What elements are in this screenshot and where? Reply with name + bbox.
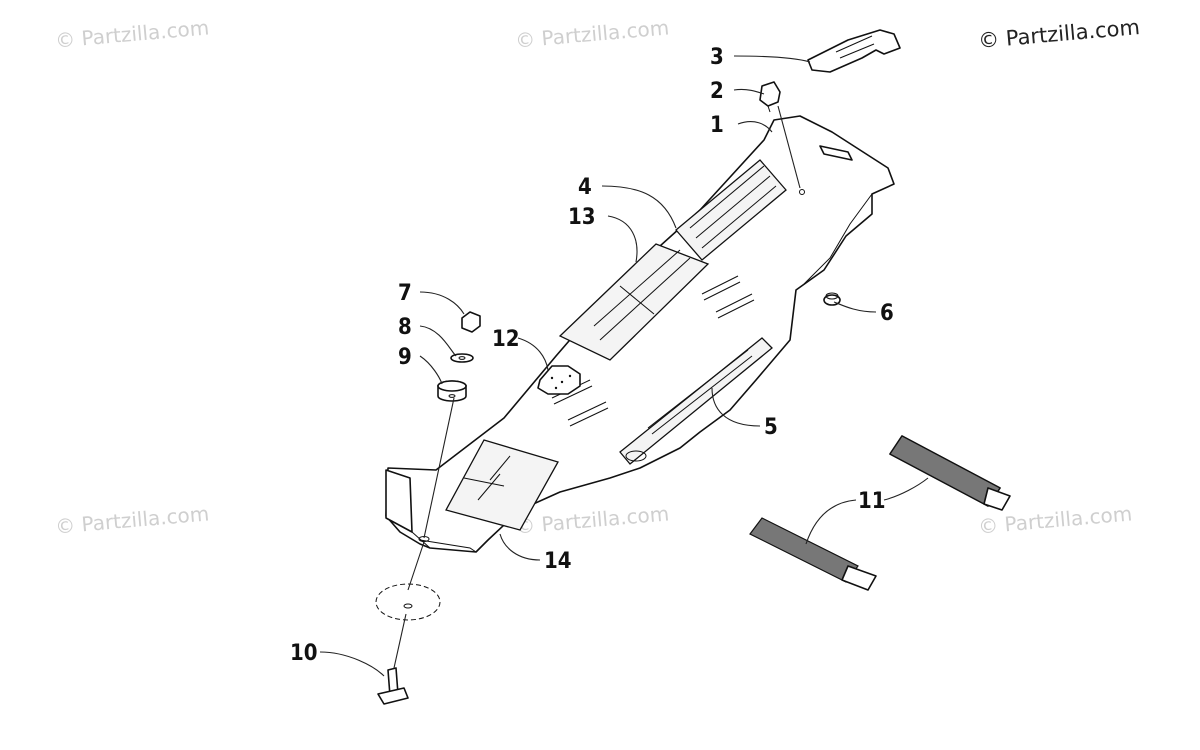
part-3-clip [807,29,901,73]
callout-labels: 1 2 3 4 5 6 7 8 9 10 11 12 13 14 [290,45,894,666]
leader-lines [319,55,929,677]
callout-1: 1 [710,113,724,138]
part-2-bolt [759,81,781,113]
part-5-decal-strip [619,337,773,465]
part-1-skid-plate [385,115,895,553]
callout-7: 7 [398,281,412,306]
part-11-strip-lower [749,517,877,591]
part-11-strip-upper [889,435,1011,511]
part-8-washer [450,353,474,363]
part-12-pad [537,365,581,395]
callout-11: 11 [858,489,886,514]
part-4-decal [675,159,787,261]
callout-4: 4 [578,175,592,200]
part-13-decal [558,243,710,361]
callout-8: 8 [398,315,412,340]
callout-3: 3 [710,45,724,70]
callout-6: 6 [880,301,894,326]
callout-12: 12 [492,327,520,352]
callout-5: 5 [764,415,778,440]
part-9-spacer [437,380,467,402]
callout-13: 13 [568,205,596,230]
callout-2: 2 [710,79,724,104]
part-7-nut [461,311,481,333]
callout-10: 10 [290,641,318,666]
part-10-screw [375,583,441,705]
part-14-decal [445,439,559,531]
callout-14: 14 [544,549,572,574]
callout-9: 9 [398,345,412,370]
